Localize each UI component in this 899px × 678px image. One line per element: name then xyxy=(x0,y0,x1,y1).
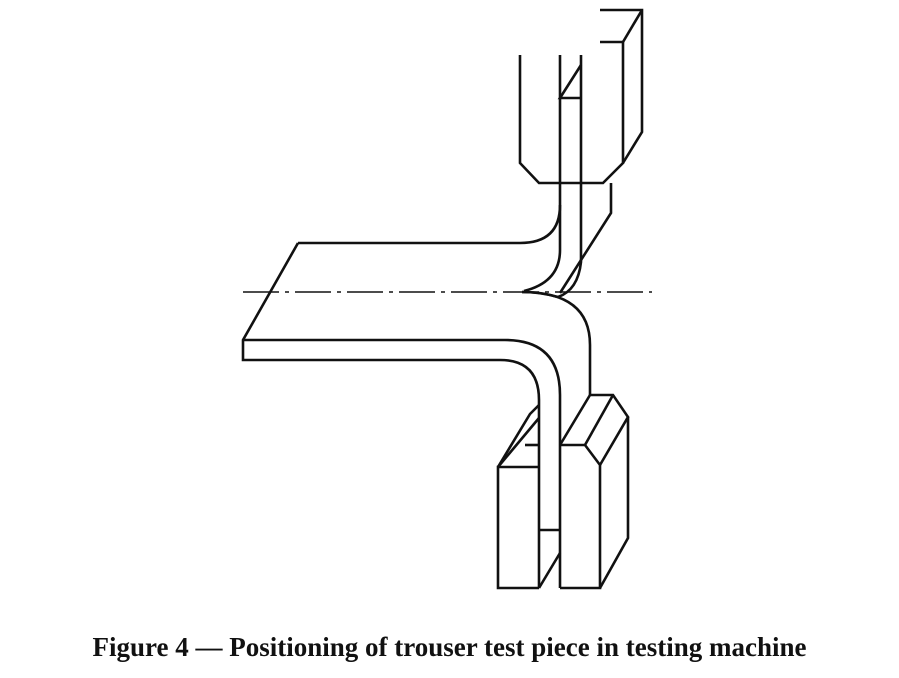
upper-leg xyxy=(298,55,583,299)
figure-caption: Figure 4 — Positioning of trouser test p… xyxy=(92,632,807,662)
lower-leg xyxy=(241,242,592,588)
upper-clamp xyxy=(518,8,644,294)
lower-left-clamp xyxy=(496,404,562,590)
trouser-test-diagram xyxy=(241,8,652,590)
lower-right-clamp xyxy=(558,393,630,590)
